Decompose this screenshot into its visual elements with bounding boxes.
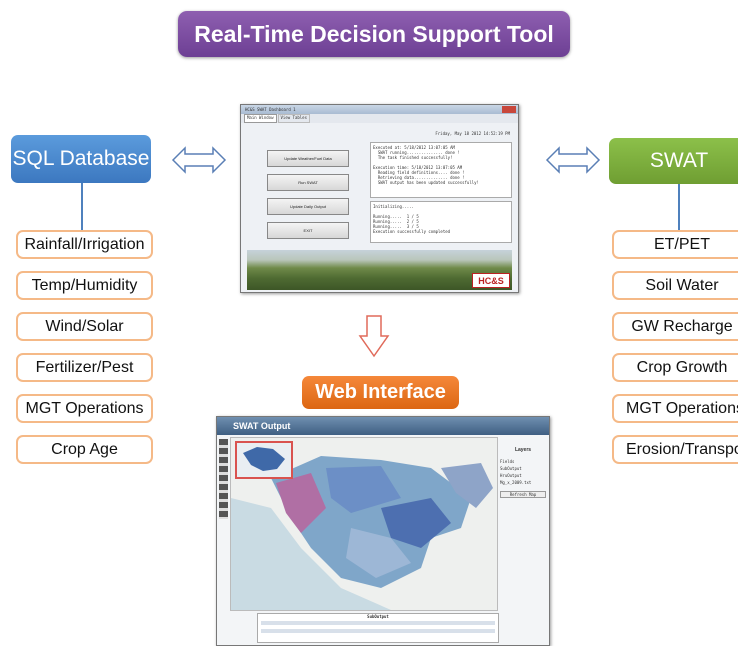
down-arrow-icon xyxy=(358,315,390,358)
field-zone-blue xyxy=(326,466,401,513)
refresh-map-button[interactable]: Refresh Map xyxy=(500,491,546,498)
output-item-et: ET/PET xyxy=(612,230,738,259)
right-double-arrow-icon xyxy=(545,146,601,174)
overview-map-svg xyxy=(243,447,285,471)
field-zone-east xyxy=(441,463,493,508)
bottom-table: SubOutput xyxy=(257,613,499,643)
tool-strip xyxy=(219,439,228,519)
layer-item[interactable]: HruOutput xyxy=(500,473,522,478)
field-zone-purple xyxy=(276,473,326,533)
web-title: SWAT Output xyxy=(233,421,291,431)
dashboard-screenshot: HC&S SWAT Dashboard 1 Main Window View T… xyxy=(240,104,519,293)
input-item-rainfall: Rainfall/Irrigation xyxy=(16,230,153,259)
output-item-erosion: Erosion/Transport xyxy=(612,435,738,464)
web-interface-header: Web Interface xyxy=(302,376,459,409)
datetime-label: Friday, May 18 2012 14:52:19 PM xyxy=(435,131,510,136)
web-interface-screenshot: SWAT Output Layers Fields SubOutput HruO… xyxy=(216,416,550,646)
input-item-wind: Wind/Solar xyxy=(16,312,153,341)
ocean-area xyxy=(231,498,391,610)
tab-bar: Main Window View Tables xyxy=(241,114,518,123)
update-output-button[interactable]: Update Daily Output xyxy=(267,198,349,215)
map-area xyxy=(230,437,498,611)
tab-view-tables[interactable]: View Tables xyxy=(277,114,310,123)
input-item-crop-age: Crop Age xyxy=(16,435,153,464)
table-rows xyxy=(261,621,495,637)
island-fields xyxy=(271,456,471,588)
tab-main-window[interactable]: Main Window xyxy=(244,114,277,123)
output-item-mgt: MGT Operations xyxy=(612,394,738,423)
log-top: Executed at: 5/18/2012 13:07:05 AM SWAT … xyxy=(370,142,512,198)
layers-panel: Layers Fields SubOutput HruOutput Mg_x_2… xyxy=(500,447,546,537)
crop-field-banner xyxy=(247,250,512,290)
sql-connector-line xyxy=(81,183,83,230)
left-double-arrow-icon xyxy=(171,146,227,174)
log-bottom: Initializing..... Running..... 1 / 5 Run… xyxy=(370,201,512,243)
swat-connector-line xyxy=(678,184,680,230)
window-titlebar: HC&S SWAT Dashboard 1 xyxy=(241,105,518,114)
output-item-gw: GW Recharge xyxy=(612,312,738,341)
swat-header: SWAT xyxy=(609,138,738,184)
overview-map[interactable] xyxy=(235,441,293,479)
field-zone-dark xyxy=(381,498,451,548)
output-item-crop-growth: Crop Growth xyxy=(612,353,738,382)
table-title: SubOutput xyxy=(367,614,389,619)
input-item-fertilizer: Fertilizer/Pest xyxy=(16,353,153,382)
layer-item[interactable]: SubOutput xyxy=(500,466,522,471)
layers-title: Layers xyxy=(514,447,532,453)
web-header-bar: SWAT Output xyxy=(217,417,549,435)
exit-button[interactable]: EXIT xyxy=(267,222,349,239)
input-item-mgt: MGT Operations xyxy=(16,394,153,423)
layer-item[interactable]: Fields xyxy=(500,459,515,464)
hcs-logo: HC&S xyxy=(472,273,510,288)
layer-item[interactable]: Mg_x_2009.txt xyxy=(500,480,532,485)
page-title: Real-Time Decision Support Tool xyxy=(178,11,570,57)
window-title: HC&S SWAT Dashboard 1 xyxy=(245,107,296,112)
update-weather-button[interactable]: Update Weather/Fuel Data xyxy=(267,150,349,167)
field-zone-light xyxy=(346,528,411,578)
sql-database-header: SQL Database xyxy=(11,135,151,183)
window-close-icon[interactable] xyxy=(502,106,516,113)
input-item-temp: Temp/Humidity xyxy=(16,271,153,300)
hcs-logo-text: HC&S xyxy=(478,275,504,286)
output-item-soil-water: Soil Water xyxy=(612,271,738,300)
run-swat-button[interactable]: Run SWAT xyxy=(267,174,349,191)
